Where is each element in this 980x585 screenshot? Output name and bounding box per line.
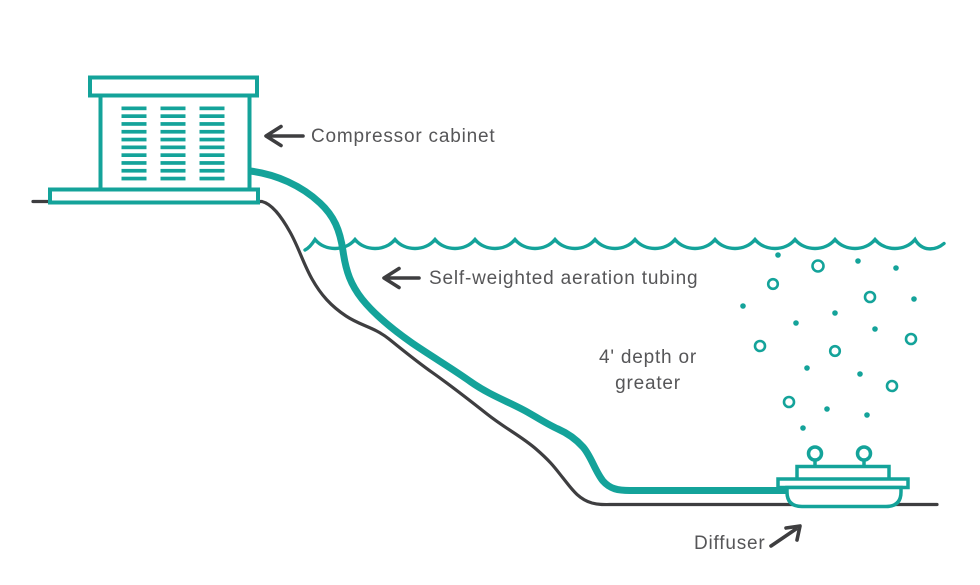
bubble — [855, 258, 861, 264]
vent-slat — [199, 106, 225, 111]
bubble — [804, 365, 810, 371]
vent-slat — [160, 145, 186, 150]
vent-slat — [160, 129, 186, 134]
vent-slat — [199, 176, 225, 181]
vent-slat — [160, 122, 186, 126]
diffuser-label: Diffuser — [694, 533, 766, 554]
depth-label: 4' depth or greater — [599, 347, 697, 394]
arrow-left-icon — [382, 266, 421, 290]
aeration-tubing-label: Self-weighted aeration tubing — [429, 268, 699, 289]
bubble — [885, 379, 899, 393]
bubble — [911, 296, 917, 302]
compressor-cabinet-label: Compressor cabinet — [311, 126, 496, 147]
vent-slat — [121, 106, 147, 111]
vent-slat — [199, 145, 225, 150]
bubble — [904, 332, 918, 346]
vent-slat — [121, 129, 147, 134]
vent-slat — [199, 137, 225, 142]
bubble — [863, 290, 877, 304]
vent-slat — [121, 114, 147, 118]
diffuser-valve-knob — [806, 445, 824, 462]
bubble — [857, 371, 863, 377]
cabinet-base — [48, 187, 260, 205]
water-surface — [303, 236, 946, 252]
vent-slat — [199, 129, 225, 134]
bubble — [775, 252, 781, 258]
cabinet-lid — [88, 75, 259, 98]
vent-slat — [121, 122, 147, 126]
vent-slat — [160, 168, 186, 173]
bubble — [828, 344, 842, 358]
vent-slat — [121, 137, 147, 142]
bubble — [782, 395, 796, 409]
vent-slat — [121, 145, 147, 150]
arrow-up-right-icon — [769, 524, 802, 548]
bubble — [740, 303, 746, 309]
bubble — [824, 406, 830, 412]
aeration-tubing-line — [246, 167, 799, 494]
vent-slat — [199, 168, 225, 173]
arrow-left-icon — [264, 124, 305, 148]
diffuser-valve-knob — [855, 445, 873, 462]
bubble — [753, 339, 767, 353]
bubble — [800, 425, 806, 431]
vent-slat — [199, 153, 225, 157]
bubble-plume — [740, 252, 918, 431]
pond-bottom-line — [31, 199, 939, 507]
bubble — [893, 265, 899, 271]
vent-slat — [199, 161, 225, 165]
bubble — [766, 277, 780, 291]
bubble — [793, 320, 799, 326]
vent-slat — [160, 137, 186, 142]
diffuser-basin — [785, 485, 903, 509]
vent-slat — [121, 176, 147, 181]
vent-slat — [199, 122, 225, 126]
vent-slat — [121, 168, 147, 173]
cabinet-vent-grille-icon — [121, 106, 225, 181]
vent-slat — [199, 114, 225, 118]
vent-slat — [160, 153, 186, 157]
bubble — [864, 412, 870, 418]
bubble — [811, 259, 825, 273]
vent-slat — [160, 106, 186, 111]
compressor-cabinet — [48, 75, 260, 205]
vent-slat — [121, 161, 147, 165]
diffuser-unit — [776, 445, 910, 509]
vent-slat — [160, 114, 186, 118]
vent-slat — [160, 161, 186, 165]
bubble — [872, 326, 878, 332]
vent-slat — [121, 153, 147, 157]
vent-slat — [160, 176, 186, 181]
bubble — [832, 310, 838, 316]
